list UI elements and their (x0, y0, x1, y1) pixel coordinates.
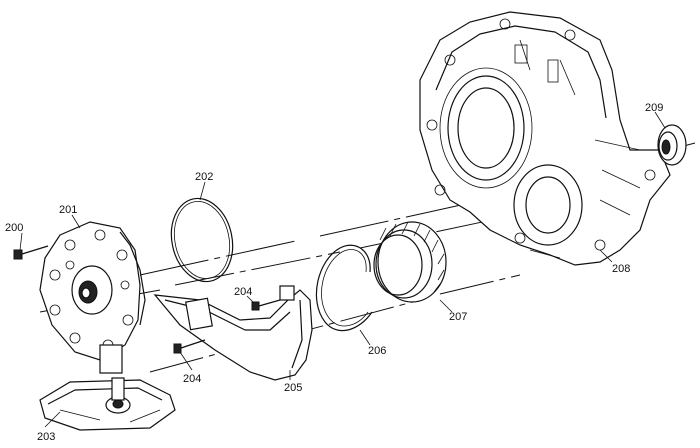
oil-pump-assembly (39, 221, 146, 374)
callout-207: 207 (449, 311, 467, 323)
callout-200: 200 (5, 222, 23, 234)
callout-208: 208 (612, 263, 630, 275)
callout-202: 202 (195, 171, 213, 183)
callout-206: 206 (368, 345, 386, 357)
band-shield (153, 285, 313, 381)
bolt-lower (173, 339, 206, 354)
callout-205: 205 (284, 382, 302, 394)
pump-bolt (13, 245, 49, 260)
leader-lines (19, 111, 666, 428)
snap-ring (315, 244, 373, 332)
callout-204-upper: 204 (234, 286, 252, 298)
bolt-upper (251, 299, 281, 311)
transmission-case (419, 11, 671, 266)
o-ring-seal (170, 197, 234, 283)
callout-201: 201 (59, 204, 77, 216)
reaction-drum (373, 221, 447, 303)
callout-209: 209 (645, 102, 663, 114)
axle-seal (657, 124, 687, 166)
callout-203: 203 (37, 431, 55, 443)
fluid-filter (39, 377, 176, 431)
callout-204-lower: 204 (183, 373, 201, 385)
